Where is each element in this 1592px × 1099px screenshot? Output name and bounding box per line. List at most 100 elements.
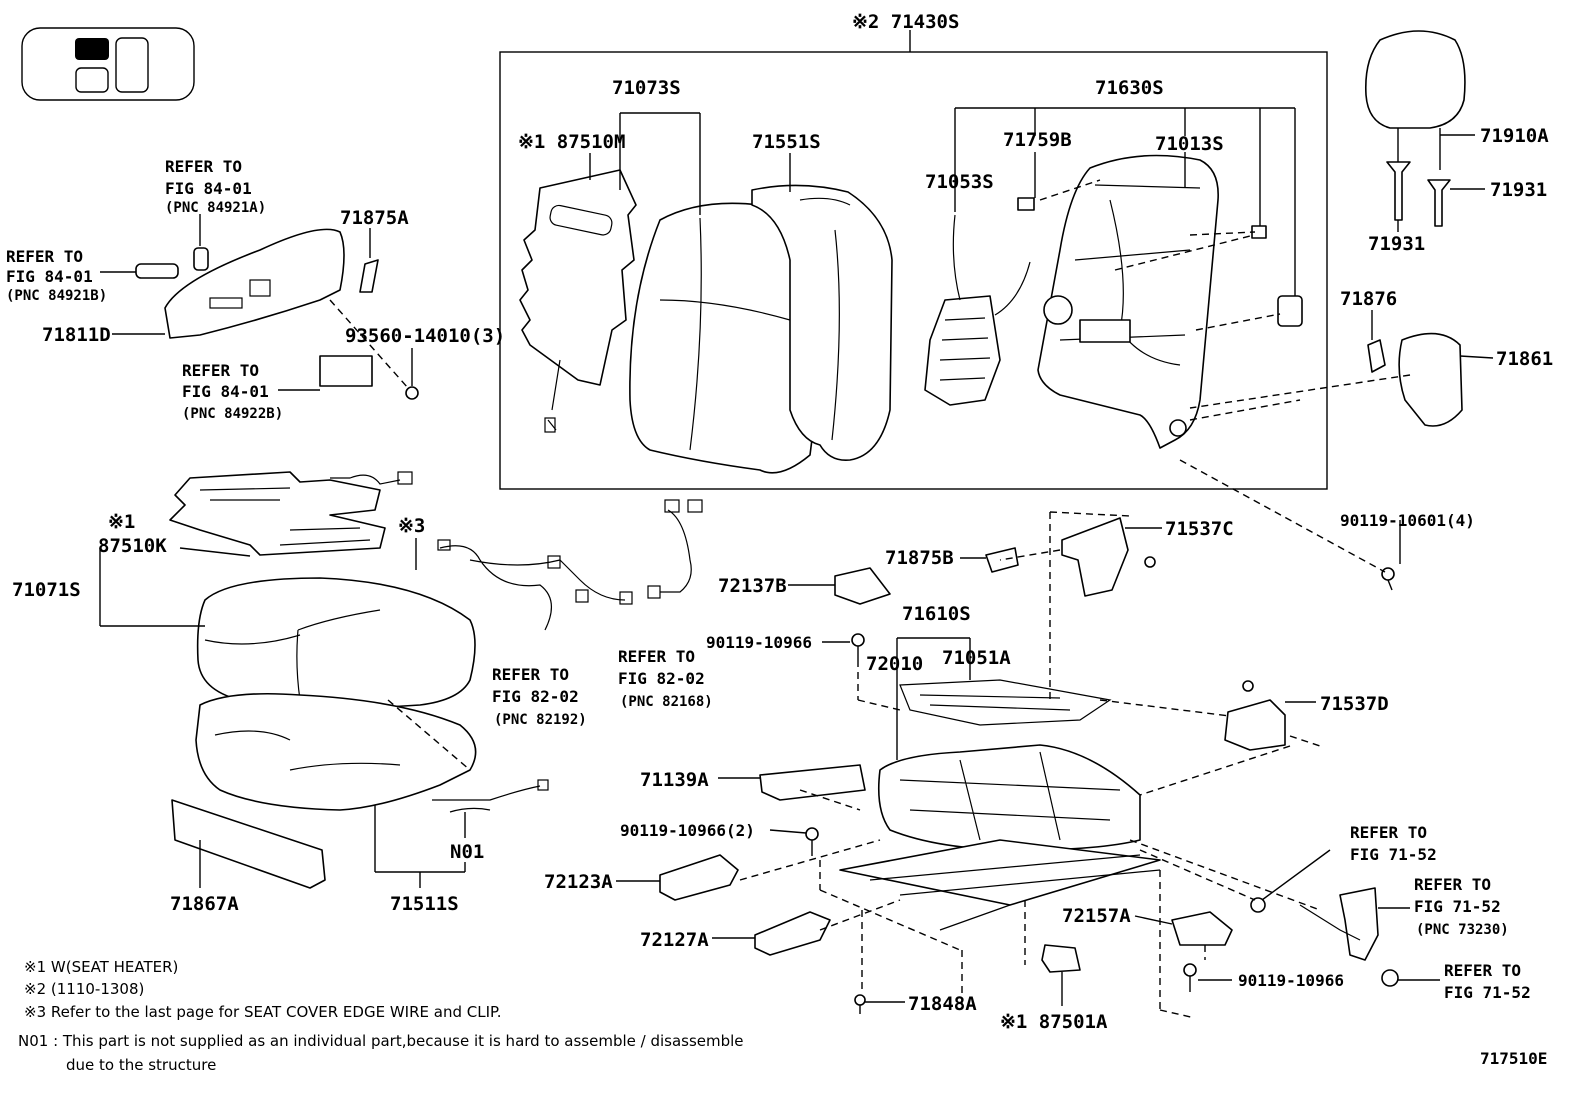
label-71610s: 71610S bbox=[902, 603, 971, 625]
cover-71875a-icon bbox=[359, 259, 379, 293]
footnote-3: ※3 Refer to the last page for SEAT COVER… bbox=[24, 1003, 501, 1021]
switch-knob-84921b-icon bbox=[135, 263, 179, 279]
rail-cover-71139a-icon bbox=[759, 764, 866, 801]
refer-82192-line2: FIG 82-02 bbox=[492, 687, 579, 706]
label-87510k-mark: ※1 bbox=[108, 511, 135, 533]
refer-82168-line1: REFER TO bbox=[618, 647, 695, 666]
sensor-87501a-icon bbox=[1041, 944, 1081, 973]
refer-71-52-a-line1: REFER TO bbox=[1350, 823, 1427, 842]
seatback-pad-icon bbox=[751, 184, 893, 462]
label-71910a: 71910A bbox=[1480, 125, 1549, 147]
headrest-icon bbox=[1364, 30, 1466, 170]
switch-84922b-icon bbox=[319, 355, 373, 387]
refer-73230-line2: FIG 71-52 bbox=[1414, 897, 1501, 916]
headrest-guide-icon bbox=[1386, 161, 1451, 227]
label-71931-b: 71931 bbox=[1368, 233, 1425, 255]
cover-plate-icon bbox=[1277, 295, 1303, 327]
cover-72137b-icon bbox=[834, 567, 891, 605]
assembly-dashed-lines bbox=[329, 179, 1411, 1019]
cover-71875b-icon bbox=[985, 547, 1019, 573]
diagram-id: 717510E bbox=[1480, 1049, 1547, 1068]
bracket-71537c-icon bbox=[1061, 517, 1129, 597]
bracket-71537d-icon bbox=[1224, 699, 1286, 751]
refer-84921b-line2: FIG 84-01 bbox=[6, 267, 93, 286]
label-71630s: 71630S bbox=[1095, 77, 1164, 99]
label-71875a: 71875A bbox=[340, 207, 409, 229]
seat-side-shield-icon bbox=[164, 228, 345, 339]
label-90119-10966-c: 90119-10966 bbox=[1238, 971, 1344, 990]
switch-knob-84921a-icon bbox=[193, 247, 209, 271]
refer-82168-line2: FIG 82-02 bbox=[618, 669, 705, 688]
seatbelt-buckle-icon bbox=[1339, 887, 1379, 961]
label-71139a: 71139A bbox=[640, 769, 709, 791]
refer-73230-line1: REFER TO bbox=[1414, 875, 1491, 894]
wire-harness-82192-icon bbox=[437, 539, 633, 631]
label-71537c: 71537C bbox=[1165, 518, 1234, 540]
label-71861: 71861 bbox=[1496, 348, 1553, 370]
refer-84921a-line2: FIG 84-01 bbox=[165, 179, 252, 198]
label-71875b: 71875B bbox=[885, 547, 954, 569]
seatback-assembly-box bbox=[499, 51, 1328, 490]
label-71511s: 71511S bbox=[390, 893, 459, 915]
cushion-heater-pad-icon bbox=[169, 471, 413, 556]
refer-82192-line3: (PNC 82192) bbox=[494, 712, 587, 728]
refer-73230-line3: (PNC 73230) bbox=[1416, 922, 1509, 938]
seat-cushion-pad-icon bbox=[195, 692, 477, 811]
seat-locator-icon bbox=[21, 27, 195, 101]
cap-71876-icon bbox=[1367, 339, 1386, 373]
label-72137b: 72137B bbox=[718, 575, 787, 597]
label-71053s: 71053S bbox=[925, 171, 994, 193]
label-72157a: 72157A bbox=[1062, 905, 1131, 927]
leader-lines bbox=[99, 107, 1494, 1006]
label-87510m: ※1 87510M bbox=[518, 131, 625, 153]
label-71867a: 71867A bbox=[170, 893, 239, 915]
label-71051a: 71051A bbox=[942, 647, 1011, 669]
label-71848a: 71848A bbox=[908, 993, 977, 1015]
label-71811d: 71811D bbox=[42, 324, 111, 346]
seatback-heater-pad-icon bbox=[519, 169, 637, 433]
footnote-1: ※1 W(SEAT HEATER) bbox=[24, 958, 178, 976]
label-87501a: ※1 87501A bbox=[1000, 1011, 1108, 1033]
shield-71861-icon bbox=[1398, 332, 1463, 427]
cover-72127a-icon bbox=[754, 911, 831, 956]
label-90119-10601: 90119-10601(4) bbox=[1340, 511, 1475, 530]
refer-71-52-b-line1: REFER TO bbox=[1444, 961, 1521, 980]
refer-84921a-line3: (PNC 84921A) bbox=[165, 200, 266, 216]
refer-84921b-line1: REFER TO bbox=[6, 247, 83, 266]
lumbar-support-icon bbox=[924, 214, 1031, 406]
seat-adjuster-icon bbox=[839, 744, 1161, 931]
screw-93560-icon bbox=[405, 386, 419, 400]
refer-82168-line3: (PNC 82168) bbox=[620, 694, 713, 710]
label-90119-10966-a: 90119-10966 bbox=[706, 633, 812, 652]
label-72010: 72010 bbox=[866, 653, 923, 675]
upper-seat-frame-71051a-icon bbox=[899, 679, 1112, 726]
belt-anchor-icon bbox=[1250, 897, 1266, 913]
refer-84922b-line1: REFER TO bbox=[182, 361, 259, 380]
label-71551s: 71551S bbox=[752, 131, 821, 153]
label-87510k: 87510K bbox=[98, 535, 167, 557]
label-n01: N01 bbox=[450, 841, 484, 863]
seat-pad-71867a-icon bbox=[171, 799, 326, 889]
refer-71-52-a-line2: FIG 71-52 bbox=[1350, 845, 1437, 864]
label-71759b: 71759B bbox=[1003, 129, 1072, 151]
wire-n01-icon bbox=[432, 779, 549, 813]
footnote-2: ※2 (1110-1308) bbox=[24, 980, 144, 998]
refer-82192-line1: REFER TO bbox=[492, 665, 569, 684]
seatback-frame-icon bbox=[1037, 154, 1219, 449]
footnote-n01: N01 : This part is not supplied as an in… bbox=[18, 1032, 744, 1050]
bolt-icons bbox=[805, 556, 1395, 1014]
label-72123a: 72123A bbox=[544, 871, 613, 893]
clip-71759b-icon bbox=[1017, 197, 1035, 211]
seatbelt-wire-icon bbox=[1299, 904, 1361, 941]
refer-84922b-line2: FIG 84-01 bbox=[182, 382, 269, 401]
label-71430s: ※2 71430S bbox=[852, 11, 959, 33]
label-90119-10966-b: 90119-10966(2) bbox=[620, 821, 755, 840]
cover-72123a-icon bbox=[659, 854, 739, 901]
seat-cushion-cover-icon bbox=[196, 577, 476, 709]
refer-84921b-line3: (PNC 84921B) bbox=[6, 288, 107, 304]
label-71013s: 71013S bbox=[1155, 133, 1224, 155]
refer-84921a-line1: REFER TO bbox=[165, 157, 242, 176]
refer-84922b-line3: (PNC 84922B) bbox=[182, 406, 283, 422]
